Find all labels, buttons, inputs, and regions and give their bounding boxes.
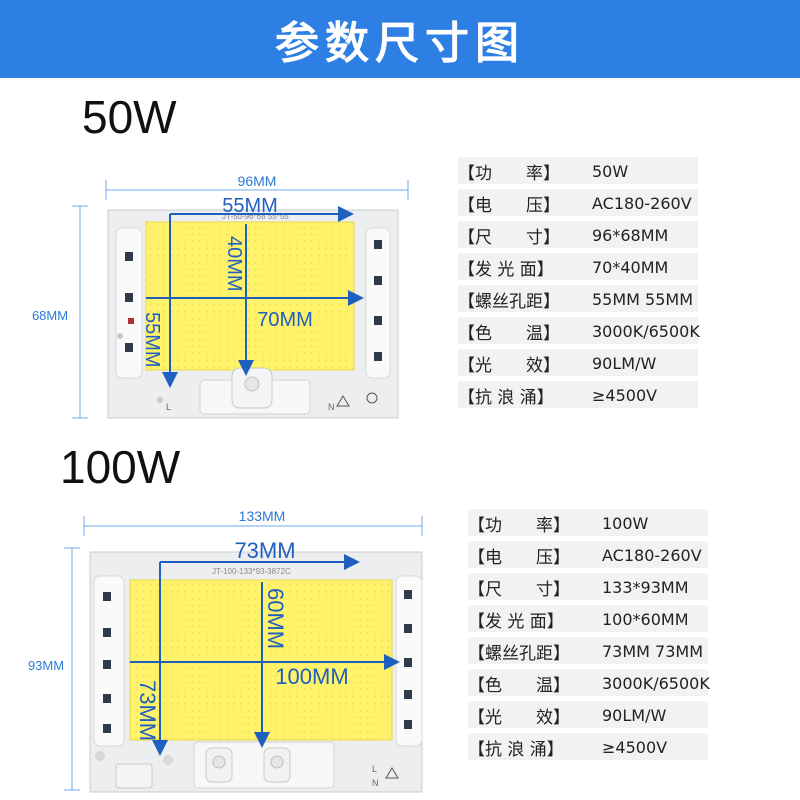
emit-w-label-100w: 100MM <box>275 664 348 689</box>
ground-icon-50w <box>366 392 378 404</box>
spec-value: AC180-260V <box>592 193 692 213</box>
spec-value: 90LM/W <box>592 353 657 373</box>
spec-key: 【发 光 面】 <box>458 259 554 280</box>
title-banner: 参数尺寸图 <box>0 0 800 78</box>
spec-key: 【抗 浪 涌】 <box>468 739 564 760</box>
emit-w-label-50w: 70MM <box>257 309 313 331</box>
hole-h-label-50w: 55MM <box>222 195 278 217</box>
board-50w: 96MM 68MM L N JT-50-96*68 55*55 55 <box>32 173 409 419</box>
warning-icon-100w <box>385 767 399 779</box>
spec-key: 【发 光 面】 <box>468 611 564 632</box>
spec-key: 【光 效】 <box>458 355 560 376</box>
hole-v-label-50w: 55MM <box>141 312 163 368</box>
pcb-code-50w: JT-50-96*68 55*55 <box>222 212 289 221</box>
spec-value: AC180-260V <box>602 545 702 565</box>
warning-icon-50w <box>336 395 350 407</box>
spec-value: 96*68MM <box>592 225 669 245</box>
product-100w-label: 100W <box>60 441 181 493</box>
spec-key: 【螺丝孔距】 <box>468 643 570 664</box>
hole-v-label-100w: 73MM <box>135 680 160 741</box>
spec-value: 100*60MM <box>602 609 689 629</box>
height-dim-50w: 68MM <box>32 308 68 323</box>
spec-key: 【尺 寸】 <box>468 579 570 600</box>
spec-table-50w: 【功 率】 50W 【电 压】 AC180-260V 【尺 寸】 96*68MM 【发… <box>458 157 778 417</box>
mark-l-100w: L <box>372 764 377 774</box>
height-dim-100w: 93MM <box>28 658 64 673</box>
product-50w-label: 50W <box>82 91 177 143</box>
spec-key: 【电 压】 <box>468 547 570 568</box>
spec-value: 70*40MM <box>592 257 669 277</box>
spec-value: 50W <box>592 161 629 181</box>
hole-h-label-100w: 73MM <box>234 538 295 563</box>
spec-key: 【色 温】 <box>468 675 570 696</box>
emit-h-label-100w: 60MM <box>263 588 288 649</box>
spec-key: 【光 效】 <box>468 707 570 728</box>
emit-h-label-50w: 40MM <box>223 236 245 292</box>
mark-l-50w: L <box>166 402 171 412</box>
spec-value: 3000K/6500K <box>602 673 710 693</box>
page-title: 参数尺寸图 <box>275 18 525 69</box>
spec-value: 100W <box>602 513 649 533</box>
spec-key: 【尺 寸】 <box>458 227 560 248</box>
mark-n-50w: N <box>328 402 335 412</box>
spec-table-100w: 【功 率】100W 【电 压】AC180-260V 【尺 寸】133*93MM … <box>468 509 788 769</box>
spec-key: 【功 率】 <box>458 163 560 184</box>
spec-value: 73MM 73MM <box>602 641 704 661</box>
spec-value: 55MM 55MM <box>592 289 694 309</box>
width-dim-50w: 96MM <box>238 173 277 189</box>
board-100w: 133MM 93MM L N JT-100-133*93-3872C 73MM … <box>28 508 423 793</box>
spec-value: 90LM/W <box>602 705 667 725</box>
width-dim-100w: 133MM <box>239 508 286 524</box>
spec-key: 【抗 浪 涌】 <box>458 387 554 408</box>
spec-key: 【电 压】 <box>458 195 560 216</box>
spec-key: 【螺丝孔距】 <box>458 291 560 312</box>
spec-value: ≥4500V <box>602 737 668 757</box>
spec-key: 【色 温】 <box>458 323 560 344</box>
spec-key: 【功 率】 <box>468 515 570 536</box>
pcb-code-100w: JT-100-133*93-3872C <box>212 567 291 576</box>
spec-value: 133*93MM <box>602 577 689 597</box>
spec-value: 3000K/6500K <box>592 321 700 341</box>
emitting-area-50w <box>145 221 355 371</box>
mark-n-100w: N <box>372 778 379 788</box>
spec-value: ≥4500V <box>592 385 658 405</box>
